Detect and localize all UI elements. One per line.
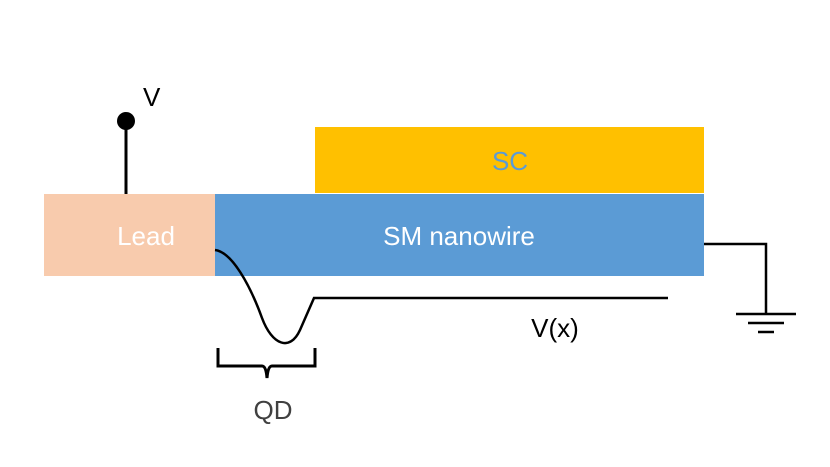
potential-label: V(x) <box>531 313 579 343</box>
nanowire-block <box>215 194 704 276</box>
lead-block <box>44 194 215 276</box>
lead-label: Lead <box>117 221 175 251</box>
voltage-label: V <box>143 82 161 112</box>
quantum-dot-brace <box>216 348 317 379</box>
ground-wire <box>704 242 768 314</box>
nanowire-label: SM nanowire <box>383 221 535 251</box>
superconductor-label: SC <box>492 146 528 176</box>
ground-symbol-icon <box>736 312 796 334</box>
superconductor-block <box>315 127 704 193</box>
quantum-dot-label: QD <box>254 395 293 425</box>
potential-curve <box>214 248 668 345</box>
